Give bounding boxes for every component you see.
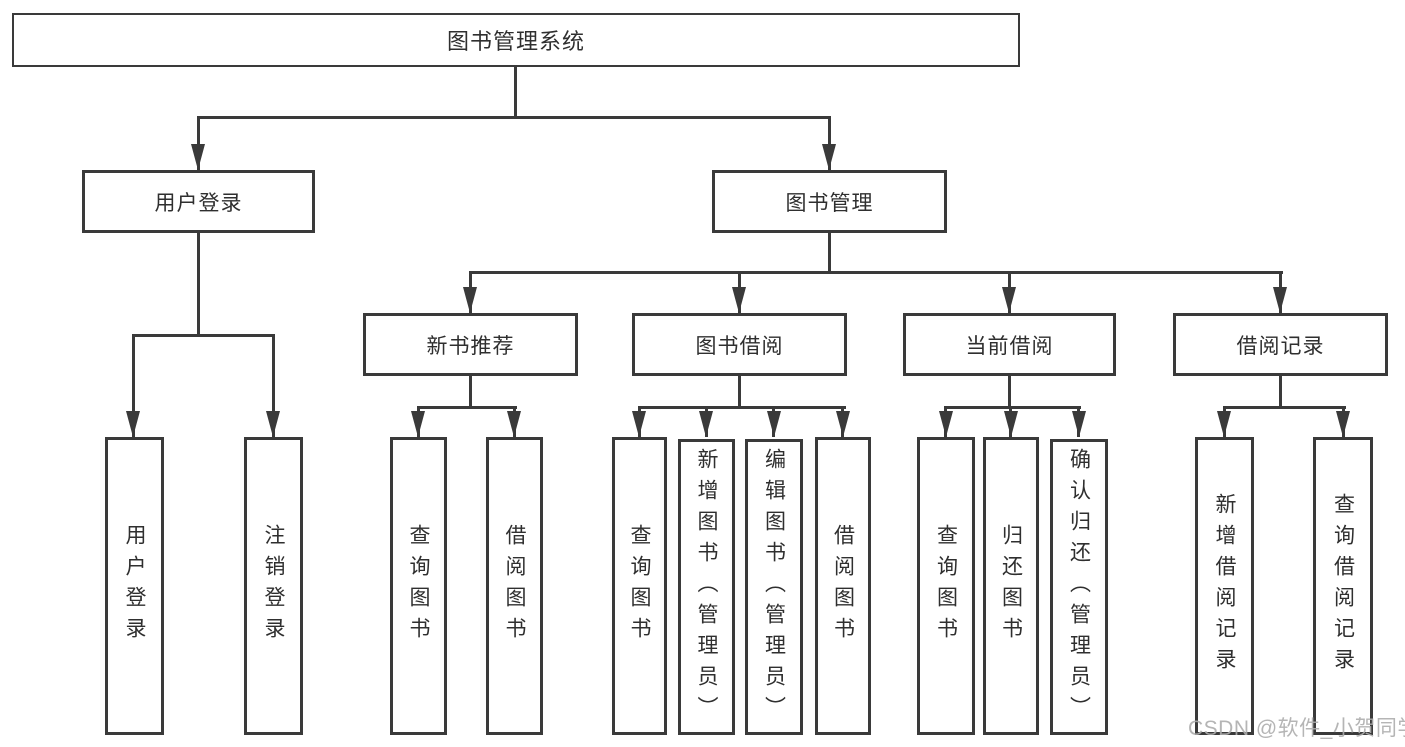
leaf-nbr-borrow-books: 借阅图书	[486, 437, 543, 735]
leaf-bb-query-books: 查询图书	[612, 437, 667, 735]
node-user-login: 用户登录	[82, 170, 315, 233]
connector-book-borrow-stem	[738, 376, 741, 408]
arrowhead-cb-query	[939, 411, 953, 437]
arrowhead-nbr-query	[411, 411, 425, 437]
arrowhead-bb-add	[699, 411, 713, 437]
node-new-book-rec-label: 新书推荐	[426, 334, 515, 358]
connector-root-stem	[514, 67, 517, 118]
node-book-borrow: 图书借阅	[632, 313, 847, 376]
connector-drop-book-mgmt	[828, 117, 831, 170]
node-current-borrow: 当前借阅	[903, 313, 1116, 376]
connector-drop-leaf-logout	[272, 335, 275, 437]
connector-book-mgmt-stem	[828, 233, 831, 273]
node-root-system: 图书管理系统	[12, 13, 1020, 67]
node-new-book-rec: 新书推荐	[363, 313, 578, 376]
arrowhead-cb-return	[1004, 411, 1018, 437]
arrowhead-user-login	[191, 144, 205, 170]
arrowhead-current-borrow	[1002, 287, 1016, 313]
arrowhead-br-add	[1217, 411, 1231, 437]
connector-borrow-records-bus	[1223, 406, 1346, 409]
node-borrow-records-label: 借阅记录	[1236, 334, 1325, 358]
arrowhead-leaf-login	[126, 411, 140, 437]
connector-drop-leaf-login	[132, 335, 135, 437]
leaf-logout-label: 注销登录	[262, 524, 285, 648]
leaf-cb-return-books-label: 归还图书	[999, 524, 1023, 648]
arrowhead-borrow-records	[1273, 287, 1287, 313]
leaf-br-add-record: 新增借阅记录	[1195, 437, 1254, 735]
arrowhead-bb-query	[632, 411, 646, 437]
leaf-nbr-borrow-books-label: 借阅图书	[503, 524, 526, 648]
connector-book-mgmt-bus	[469, 271, 1283, 274]
arrowhead-new-book-rec	[463, 287, 477, 313]
node-current-borrow-label: 当前借阅	[965, 334, 1054, 358]
leaf-logout: 注销登录	[244, 437, 303, 735]
arrowhead-br-query	[1336, 411, 1350, 437]
connector-root-bus	[197, 116, 831, 119]
leaf-br-query-record: 查询借阅记录	[1313, 437, 1373, 735]
leaf-br-add-record-label: 新增借阅记录	[1213, 493, 1236, 679]
arrowhead-cb-confirm	[1072, 411, 1086, 437]
leaf-bb-add-books: 新增图书（管理员）	[678, 439, 735, 735]
connector-new-book-rec-bus	[417, 406, 517, 409]
leaf-cb-return-books: 归还图书	[983, 437, 1039, 735]
leaf-bb-edit-books-label: 编辑图书（管理员）	[762, 447, 786, 727]
arrowhead-leaf-logout	[266, 411, 280, 437]
arrowhead-book-mgmt	[822, 144, 836, 170]
arrowhead-book-borrow	[732, 287, 746, 313]
leaf-cb-confirm-return-label: 确认归还（管理员）	[1067, 447, 1091, 727]
connector-new-book-rec-stem	[469, 376, 472, 408]
node-book-borrow-label: 图书借阅	[695, 334, 784, 358]
node-borrow-records: 借阅记录	[1173, 313, 1388, 376]
node-book-mgmt: 图书管理	[712, 170, 947, 233]
arrowhead-bb-edit	[767, 411, 781, 437]
leaf-bb-borrow-books: 借阅图书	[815, 437, 871, 735]
connector-current-borrow-bus	[944, 406, 1081, 409]
leaf-cb-query-books-label: 查询图书	[934, 524, 958, 648]
node-book-mgmt-label: 图书管理	[785, 191, 874, 215]
leaf-cb-confirm-return: 确认归还（管理员）	[1050, 439, 1108, 735]
arrowhead-bb-borrow	[836, 411, 850, 437]
connector-borrow-records-stem	[1279, 376, 1282, 408]
node-user-login-label: 用户登录	[154, 191, 243, 215]
connector-drop-user-login	[197, 117, 200, 170]
arrowhead-nbr-borrow	[507, 411, 521, 437]
node-root-system-label: 图书管理系统	[446, 29, 585, 54]
leaf-user-login: 用户登录	[105, 437, 164, 735]
connector-user-login-bus	[132, 334, 275, 337]
leaf-nbr-query-books-label: 查询图书	[407, 524, 430, 648]
connector-user-login-stem	[197, 233, 200, 335]
leaf-nbr-query-books: 查询图书	[390, 437, 447, 735]
leaf-cb-query-books: 查询图书	[917, 437, 975, 735]
leaf-user-login-label: 用户登录	[123, 524, 146, 648]
leaf-br-query-record-label: 查询借阅记录	[1331, 493, 1355, 679]
leaf-bb-borrow-books-label: 借阅图书	[831, 524, 855, 648]
leaf-bb-query-books-label: 查询图书	[628, 524, 651, 648]
connector-current-borrow-stem	[1008, 376, 1011, 408]
leaf-bb-add-books-label: 新增图书（管理员）	[695, 447, 718, 727]
leaf-bb-edit-books: 编辑图书（管理员）	[745, 439, 803, 735]
connector-book-borrow-bus	[638, 406, 846, 409]
